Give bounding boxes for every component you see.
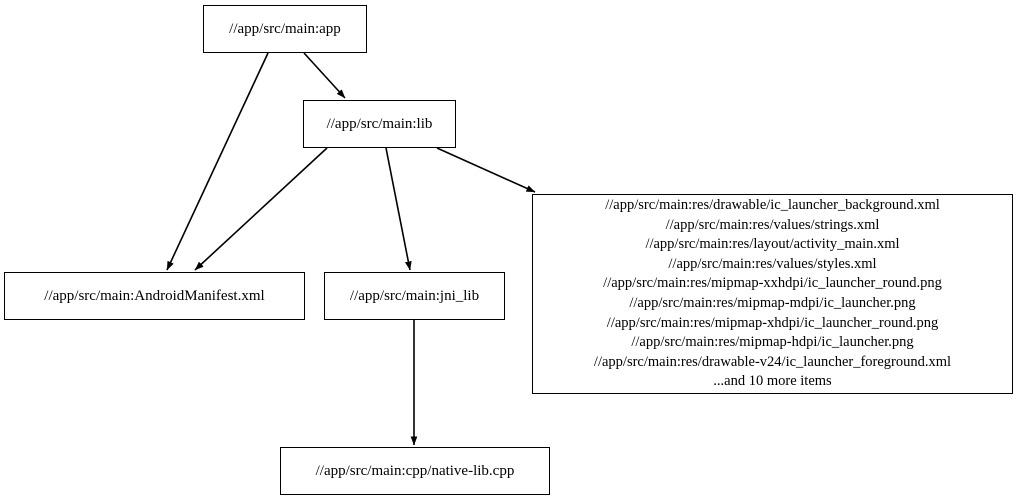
resource-line: //app/src/main:res/values/strings.xml xyxy=(665,216,880,233)
resource-line: //app/src/main:res/layout/activity_main.… xyxy=(645,236,900,253)
node-app[interactable]: //app/src/main:app xyxy=(203,5,367,53)
resource-line: //app/src/main:res/mipmap-hdpi/ic_launch… xyxy=(631,334,914,351)
node-jni-lib[interactable]: //app/src/main:jni_lib xyxy=(324,272,505,320)
node-jni-lib-label: //app/src/main:jni_lib xyxy=(349,287,480,304)
edge-app-to-lib xyxy=(303,52,346,99)
edge-lib-to-manifest xyxy=(194,147,328,271)
node-lib[interactable]: //app/src/main:lib xyxy=(303,100,456,148)
resource-line: //app/src/main:res/mipmap-mdpi/ic_launch… xyxy=(629,295,916,311)
node-app-label: //app/src/main:app xyxy=(229,20,341,37)
edge-lib-to-resources xyxy=(436,147,536,193)
node-native-lib-cpp-label: //app/src/main:cpp/native-lib.cpp xyxy=(315,462,515,479)
resource-line: //app/src/main:res/mipmap-xxhdpi/ic_laun… xyxy=(603,275,942,292)
node-resources-group[interactable]: //app/src/main:res/drawable/ic_launcher_… xyxy=(532,194,1013,394)
node-lib-label: //app/src/main:lib xyxy=(326,115,433,132)
resource-line: //app/src/main:res/mipmap-xhdpi/ic_launc… xyxy=(606,314,939,331)
node-native-lib-cpp[interactable]: //app/src/main:cpp/native-lib.cpp xyxy=(280,447,550,495)
resource-line: //app/src/main:res/drawable-v24/ic_launc… xyxy=(593,353,952,370)
edge-lib-to-jni-lib xyxy=(385,147,412,271)
edge-app-to-manifest xyxy=(166,52,269,271)
resource-line: //app/src/main:res/values/styles.xml xyxy=(668,255,877,272)
node-android-manifest[interactable]: //app/src/main:AndroidManifest.xml xyxy=(4,272,305,320)
resource-line: //app/src/main:res/drawable/ic_launcher_… xyxy=(605,197,940,214)
resource-more-items-label: ...and 10 more items xyxy=(713,373,832,390)
node-android-manifest-label: //app/src/main:AndroidManifest.xml xyxy=(44,287,265,304)
